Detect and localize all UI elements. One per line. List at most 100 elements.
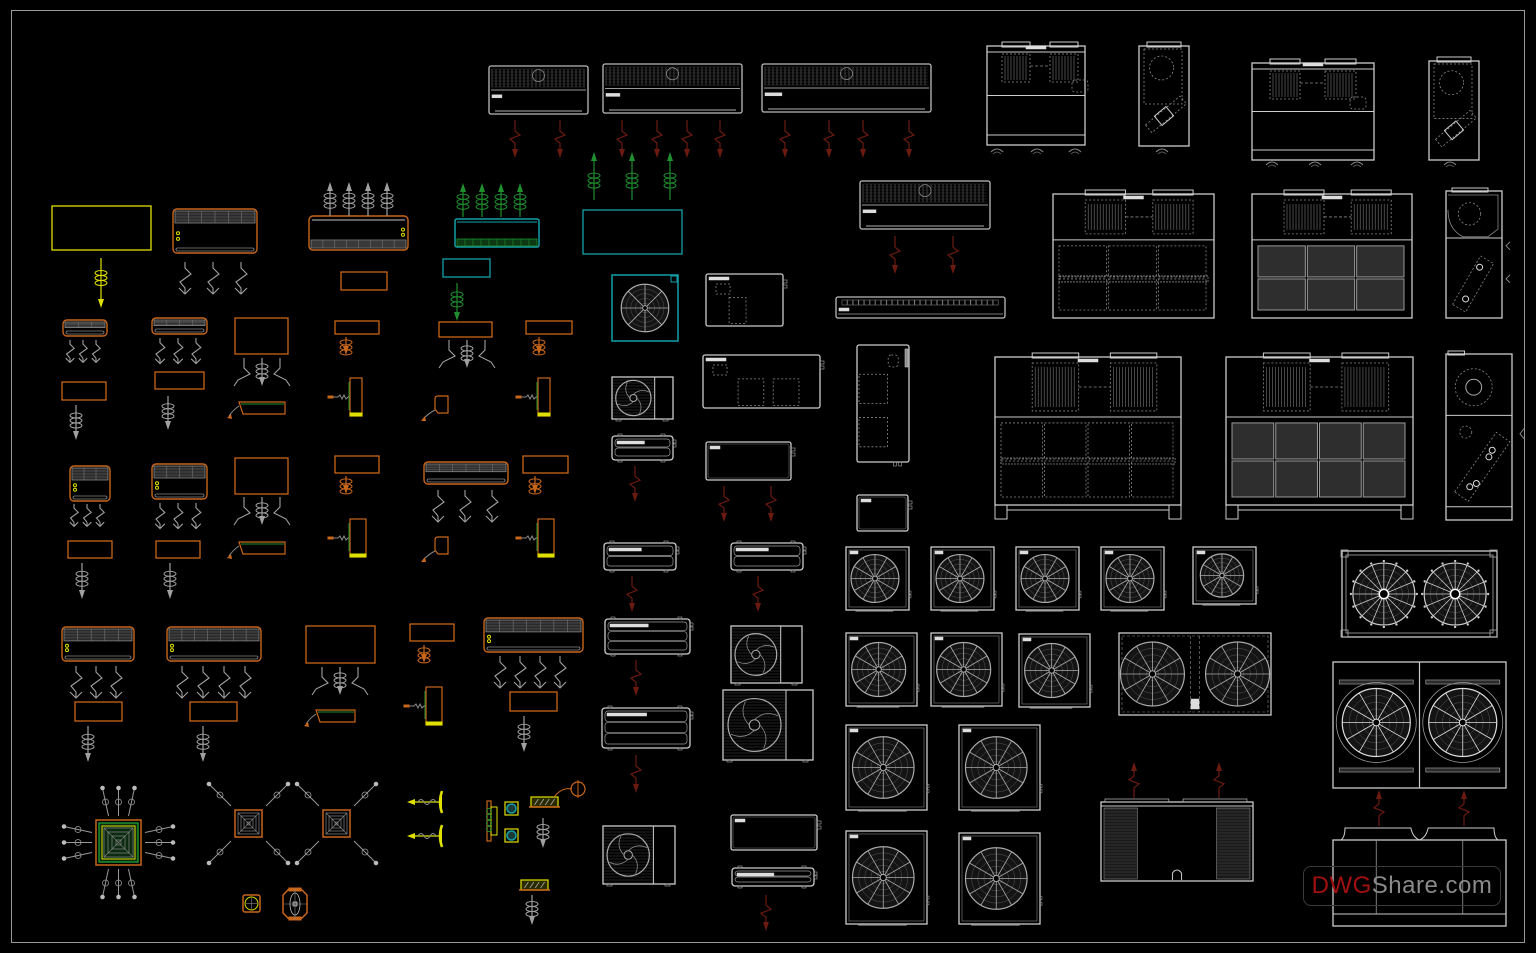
cad-block-redarrows[interactable] (759, 895, 773, 931)
cad-block-ceilcassette[interactable] (61, 785, 176, 900)
cad-block-plainunit[interactable] (856, 494, 913, 532)
cad-block-fanbox[interactable] (611, 274, 679, 342)
cad-block-smallsq[interactable] (504, 801, 519, 816)
cad-block-ductunit[interactable] (702, 354, 825, 409)
cad-block-fanunit[interactable] (958, 724, 1043, 812)
cad-block-cadunit[interactable] (602, 63, 743, 114)
cad-block-arrows3[interactable] (65, 340, 102, 364)
cad-block-doublefan3[interactable] (1332, 661, 1507, 789)
cad-block-doublefan[interactable] (1118, 632, 1272, 716)
cad-block-arrow[interactable] (532, 337, 546, 356)
cad-block-tallunit[interactable] (856, 344, 910, 467)
cad-block-arrows3[interactable] (154, 503, 202, 530)
cad-block-feet[interactable] (990, 148, 1457, 168)
cad-block-fanunit[interactable] (845, 830, 930, 926)
cad-block-arrows3[interactable] (69, 666, 123, 699)
cad-block-fanunit[interactable] (1192, 546, 1259, 606)
cad-block-arrow[interactable] (528, 476, 542, 495)
cad-block-ahubig[interactable] (1225, 352, 1414, 520)
cad-block-stub[interactable] (421, 395, 449, 421)
cad-block-tall[interactable] (327, 518, 367, 558)
cad-block-rect[interactable] (305, 625, 376, 664)
cad-block-diffuser[interactable] (294, 781, 379, 866)
cad-block-rect[interactable] (334, 320, 380, 335)
cad-block-arrows3[interactable] (154, 338, 202, 365)
cad-block-cadunit[interactable] (761, 63, 932, 113)
cad-block-wedge[interactable] (227, 401, 286, 419)
cad-block-smallvent[interactable] (529, 780, 586, 808)
cad-block-cassette[interactable] (454, 218, 540, 248)
cad-block-arrows4[interactable] (175, 666, 252, 699)
cad-block-ahuside2[interactable] (1445, 187, 1511, 319)
cad-block-split[interactable] (61, 626, 135, 662)
cad-block-slimunit[interactable] (731, 865, 818, 889)
cad-block-redarrows[interactable] (629, 755, 643, 793)
cad-block-slimunit[interactable] (604, 616, 694, 657)
cad-block-slimunit[interactable] (730, 540, 807, 573)
cad-block-split[interactable] (62, 319, 108, 337)
cad-block-split[interactable] (308, 215, 409, 251)
cad-block-arrow[interactable] (339, 476, 353, 495)
cad-block-rect[interactable] (51, 205, 152, 251)
cad-block-ahuside[interactable] (1428, 56, 1480, 161)
cad-block-split[interactable] (151, 463, 208, 500)
cad-block-outdoor[interactable] (722, 689, 814, 763)
cad-block-rect[interactable] (522, 455, 569, 474)
cad-block-fanunit[interactable] (930, 632, 1005, 708)
cad-block-split[interactable] (172, 208, 258, 254)
cad-block-rect[interactable] (155, 540, 201, 559)
cad-block-split[interactable] (423, 461, 509, 485)
cad-block-grille[interactable] (407, 790, 444, 814)
cad-block-redarrowsup[interactable] (1127, 762, 1471, 826)
cad-block-outdoor[interactable] (611, 376, 674, 422)
cad-block-cadunit[interactable] (859, 180, 991, 230)
cad-block-slimunit[interactable] (603, 540, 680, 573)
cad-block-rect[interactable] (74, 701, 123, 722)
cad-block-redarrows[interactable] (717, 486, 778, 522)
cad-block-rect[interactable] (442, 258, 491, 278)
cad-block-ahubig[interactable] (994, 352, 1182, 520)
cad-block-ahu[interactable] (1251, 58, 1375, 161)
cad-block-arrowsFan[interactable] (233, 497, 291, 526)
cad-block-tall[interactable] (515, 518, 555, 558)
cad-block-arrowsFan[interactable] (233, 358, 291, 387)
cad-block-fanunit[interactable] (1018, 633, 1093, 709)
cad-block-arrowsUp[interactable] (456, 183, 527, 217)
cad-block-smallround[interactable] (242, 894, 261, 913)
cad-block-arrowsUp[interactable] (587, 152, 677, 200)
cad-block-ductunit[interactable] (705, 273, 788, 327)
cad-block-redarrows[interactable] (628, 466, 642, 502)
cad-block-arrow[interactable] (94, 258, 108, 308)
cad-block-fanunit[interactable] (1015, 546, 1082, 612)
cad-block-wedge[interactable] (227, 541, 286, 559)
cad-block-cadunit[interactable] (488, 65, 589, 115)
cad-block-ahu[interactable] (986, 41, 1089, 146)
cad-block-rect[interactable] (189, 701, 238, 722)
cad-block-arrow[interactable] (525, 895, 539, 925)
cad-block-arrow[interactable] (81, 726, 95, 762)
cad-block-rect[interactable] (234, 317, 289, 355)
cad-block-coil[interactable] (1100, 798, 1254, 882)
cad-block-redarrows[interactable] (508, 120, 916, 158)
cad-block-split[interactable] (483, 617, 584, 653)
cad-block-rect[interactable] (525, 320, 573, 335)
cad-block-octo[interactable] (282, 887, 308, 921)
cad-block-rect[interactable] (334, 455, 380, 474)
cad-block-rect[interactable] (61, 381, 107, 401)
cad-block-outdoor[interactable] (602, 825, 676, 887)
cad-block-arrowsUp[interactable] (323, 182, 394, 216)
cad-block-arrow[interactable] (450, 283, 464, 321)
cad-block-arrow[interactable] (163, 563, 177, 599)
cad-block-split[interactable] (151, 317, 208, 335)
cad-block-arrow[interactable] (339, 337, 353, 356)
cad-block-arrows3[interactable] (431, 490, 499, 523)
cad-block-rect[interactable] (340, 271, 388, 291)
cad-block-rect[interactable] (154, 371, 205, 390)
cad-block-rect[interactable] (509, 691, 558, 712)
cad-block-fanunit[interactable] (845, 546, 912, 612)
cad-block-ahubig[interactable] (1251, 189, 1413, 319)
cad-block-grille[interactable] (407, 824, 444, 848)
cad-block-split[interactable] (166, 626, 262, 662)
cad-block-stub[interactable] (421, 536, 449, 562)
cad-block-arrow[interactable] (75, 563, 89, 599)
